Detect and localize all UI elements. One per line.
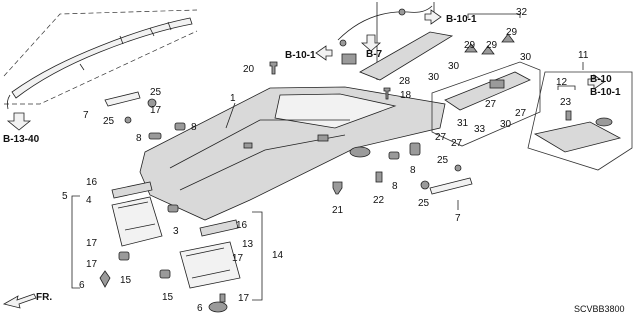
ref-b10: B-10 xyxy=(587,74,612,90)
callout-31: 31 xyxy=(457,118,469,129)
ref-b10-1-right: B-10-1 xyxy=(590,87,621,98)
cap-6a xyxy=(99,270,111,288)
clip-3 xyxy=(167,204,179,213)
callout-30a: 30 xyxy=(428,72,440,83)
callout-25c: 25 xyxy=(437,155,449,166)
roof-airbag-assembly xyxy=(3,9,198,110)
headliner xyxy=(139,86,446,221)
callout-18: 18 xyxy=(400,90,412,101)
callout-14: 14 xyxy=(272,250,284,261)
grab-handle-right xyxy=(420,164,473,195)
clip-8c xyxy=(388,151,400,160)
clip-8d xyxy=(409,142,421,156)
diagram-code: SCVBB3800 xyxy=(574,304,625,314)
callout-17e: 17 xyxy=(238,293,250,304)
rear-panel-frame xyxy=(527,71,633,171)
callout-5: 5 xyxy=(62,191,68,202)
bulb-29c xyxy=(501,33,515,43)
map-light-harness xyxy=(337,5,433,47)
callout-28: 28 xyxy=(399,76,411,87)
front-direction-arrow: FR. xyxy=(2,292,52,309)
callout-20: 20 xyxy=(243,64,255,75)
callout-7b: 7 xyxy=(455,213,461,224)
callout-27d: 27 xyxy=(515,108,527,119)
callout-29b: 29 xyxy=(486,40,498,51)
callout-29c: 29 xyxy=(506,27,518,38)
label-refs-b13_40: B-13-40 xyxy=(3,134,40,145)
callout-17b: 17 xyxy=(86,238,98,249)
callout-27a: 27 xyxy=(435,132,447,143)
clip-8a xyxy=(148,132,162,140)
callout-17c: 17 xyxy=(86,259,98,270)
callout-16a: 16 xyxy=(86,177,98,188)
clip-21 xyxy=(332,181,343,195)
callout-27c: 27 xyxy=(485,99,497,110)
callout-25d: 25 xyxy=(418,198,430,209)
callout-12: 12 xyxy=(556,77,568,88)
bolt-22 xyxy=(375,171,383,183)
callout-30b: 30 xyxy=(448,61,460,72)
callout-15b: 15 xyxy=(162,292,174,303)
cap-6b xyxy=(208,301,228,313)
map-light-base xyxy=(341,31,454,81)
callout-6a: 6 xyxy=(79,280,85,291)
callout-30c: 30 xyxy=(520,52,532,63)
bulb-29a xyxy=(464,43,478,53)
callout-21: 21 xyxy=(332,205,344,216)
callout-33: 33 xyxy=(474,124,486,135)
callout-8b: 8 xyxy=(191,122,197,133)
callout-7a: 7 xyxy=(83,110,89,121)
map-light-panel-frame xyxy=(431,61,541,147)
ref-b10-1-left: B-10-1 xyxy=(285,45,333,61)
callout-30d: 30 xyxy=(500,119,512,130)
callout-15a: 15 xyxy=(120,275,132,286)
sun-visor-right xyxy=(179,219,241,289)
callout-16b: 16 xyxy=(236,220,248,231)
holder-15a xyxy=(118,251,130,261)
grab-handle-left xyxy=(104,91,157,124)
clip-17e xyxy=(219,293,226,303)
callout-1: 1 xyxy=(230,93,236,104)
callout-8a: 8 xyxy=(136,133,142,144)
callout-6b: 6 xyxy=(197,303,203,314)
callout-8d: 8 xyxy=(410,165,416,176)
label-refs-b7: B-7 xyxy=(366,49,383,60)
callout-17d: 17 xyxy=(232,253,244,264)
rear-light xyxy=(533,110,622,153)
ref-b10-1-top: B-10-1 xyxy=(424,9,477,25)
label-refs-fr: FR. xyxy=(36,292,52,303)
callout-27b: 27 xyxy=(451,138,463,149)
callout-22: 22 xyxy=(373,195,385,206)
callout-3: 3 xyxy=(173,226,179,237)
callout-4: 4 xyxy=(86,195,92,206)
holder-15b xyxy=(159,269,171,279)
callout-11: 11 xyxy=(578,50,589,61)
callout-25b: 25 xyxy=(103,116,115,127)
ref-b7: B-7 xyxy=(360,34,383,60)
callout-8c: 8 xyxy=(392,181,398,192)
label-refs-b10_1_top: B-10-1 xyxy=(446,14,477,25)
sun-visor-left xyxy=(111,181,163,247)
callout-25a: 25 xyxy=(150,87,162,98)
callout-17a: 17 xyxy=(150,105,162,116)
callout-29a: 29 xyxy=(464,40,476,51)
ref-b13-40: B-13-40 xyxy=(3,112,40,145)
clip-20 xyxy=(269,61,278,75)
label-refs-b10: B-10 xyxy=(590,74,612,85)
callout-13: 13 xyxy=(242,239,254,250)
bulb-29b xyxy=(481,45,495,55)
label-refs-b10_1_left: B-10-1 xyxy=(285,50,316,61)
clip-8b xyxy=(174,122,186,131)
clip-18 xyxy=(383,87,391,100)
callout-23: 23 xyxy=(560,97,572,108)
callout-32: 32 xyxy=(516,7,528,18)
